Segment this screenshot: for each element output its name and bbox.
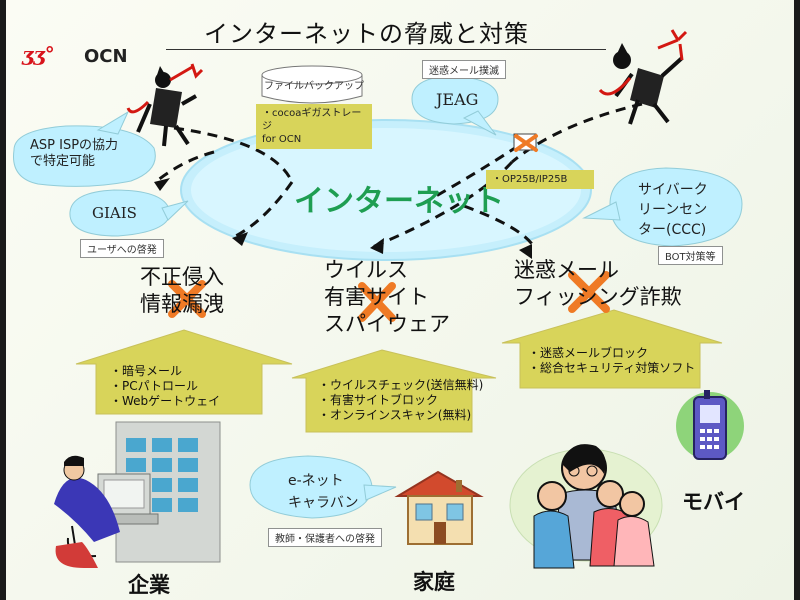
countermeasure-arrows — [75, 309, 723, 433]
op25b-label: ・OP25B/IP25B — [486, 170, 594, 189]
file-backup-label: ファイルバックアップ — [264, 81, 364, 92]
hacker-devil-left-icon — [126, 63, 204, 147]
threat-spam-phishing: 迷惑メール フィッシング詐欺 — [514, 258, 682, 309]
enet-caravan-label: e-ネット キャラバン — [288, 473, 359, 511]
slide-background: ʒʒ° OCN インターネットの脅威と対策 インターネット ASP ISPの協力… — [6, 0, 794, 600]
internet-cloud-inner — [191, 128, 581, 252]
spam-measure-1: ・迷惑メールブロック — [528, 346, 649, 360]
diagram-canvas — [13, 29, 744, 569]
teacher-parent-education-label: 教師・保護者への啓発 — [268, 528, 382, 547]
orange-cross-marks — [168, 271, 610, 322]
home-measure-3: ・オンラインスキャン(無料) — [318, 408, 472, 422]
attack-paths — [157, 102, 643, 250]
ocn-logo-text: OCN — [84, 46, 128, 67]
internet-label: インターネット — [294, 184, 504, 219]
storage-cylinder-icon — [261, 65, 363, 104]
spam-measure-2: ・総合セキュリティ対策ソフト — [528, 361, 696, 375]
threat-virus-harmful-sites: ウイルス 有害サイト スパイウェア — [324, 258, 450, 336]
asp-isp-callout: ASP ISPの協力 で特定可能 — [30, 138, 119, 169]
jeag-bubble — [411, 75, 499, 136]
enterprise-measure-1: ・暗号メール — [110, 364, 183, 378]
bot-measures-label: BOT対策等 — [658, 246, 723, 265]
threat-intrusion-leak: 不正侵入 情報漏洩 — [140, 265, 224, 316]
asp-isp-bubble — [13, 110, 156, 187]
enterprise-label: 企業 — [128, 573, 170, 597]
cyber-center-bubble — [582, 167, 743, 247]
mobile-phone-icon — [676, 390, 744, 460]
house-icon — [394, 470, 484, 545]
countermeasure-list-enterprise: ・暗号メール ・PCパトロール ・Webゲートウェイ — [110, 364, 220, 409]
cyber-clean-center-label: サイバーク リーンセン ター(CCC) — [638, 182, 708, 238]
jeag-label: JEAG — [436, 90, 479, 109]
spam-crackdown-label: 迷惑メール撲滅 — [422, 60, 506, 79]
home-measure-2: ・有害サイトブロック — [318, 393, 439, 407]
home-label: 家庭 — [413, 570, 455, 594]
enterprise-scene — [54, 421, 221, 568]
giais-bubble — [69, 189, 189, 237]
arrowheads — [154, 178, 532, 259]
cocoa-storage-label: ・cocoaギガストレージ for OCN — [256, 104, 372, 149]
countermeasure-list-spam: ・迷惑メールブロック ・総合セキュリティ対策ソフト — [528, 346, 695, 376]
home-measure-1: ・ウイルスチェック(送信無料) — [318, 378, 484, 392]
hacker-devil-right-icon — [598, 29, 688, 125]
ocn-logo-mark: ʒʒ° — [22, 42, 55, 66]
enterprise-measure-2: ・PCパトロール — [110, 379, 198, 393]
slide-title: インターネットの脅威と対策 — [204, 20, 529, 48]
countermeasure-list-home: ・ウイルスチェック(送信無料) ・有害サイトブロック ・オンラインスキャン(無料… — [318, 378, 483, 423]
giais-label: GIAIS — [92, 204, 137, 222]
mobile-label: モバイ — [682, 490, 745, 514]
family-icon — [509, 444, 663, 569]
title-underline — [166, 49, 606, 50]
blocked-path-icon — [513, 133, 538, 152]
user-education-label: ユーザへの啓発 — [80, 239, 164, 258]
enet-bubble — [249, 455, 397, 519]
enterprise-measure-3: ・Webゲートウェイ — [110, 394, 221, 408]
